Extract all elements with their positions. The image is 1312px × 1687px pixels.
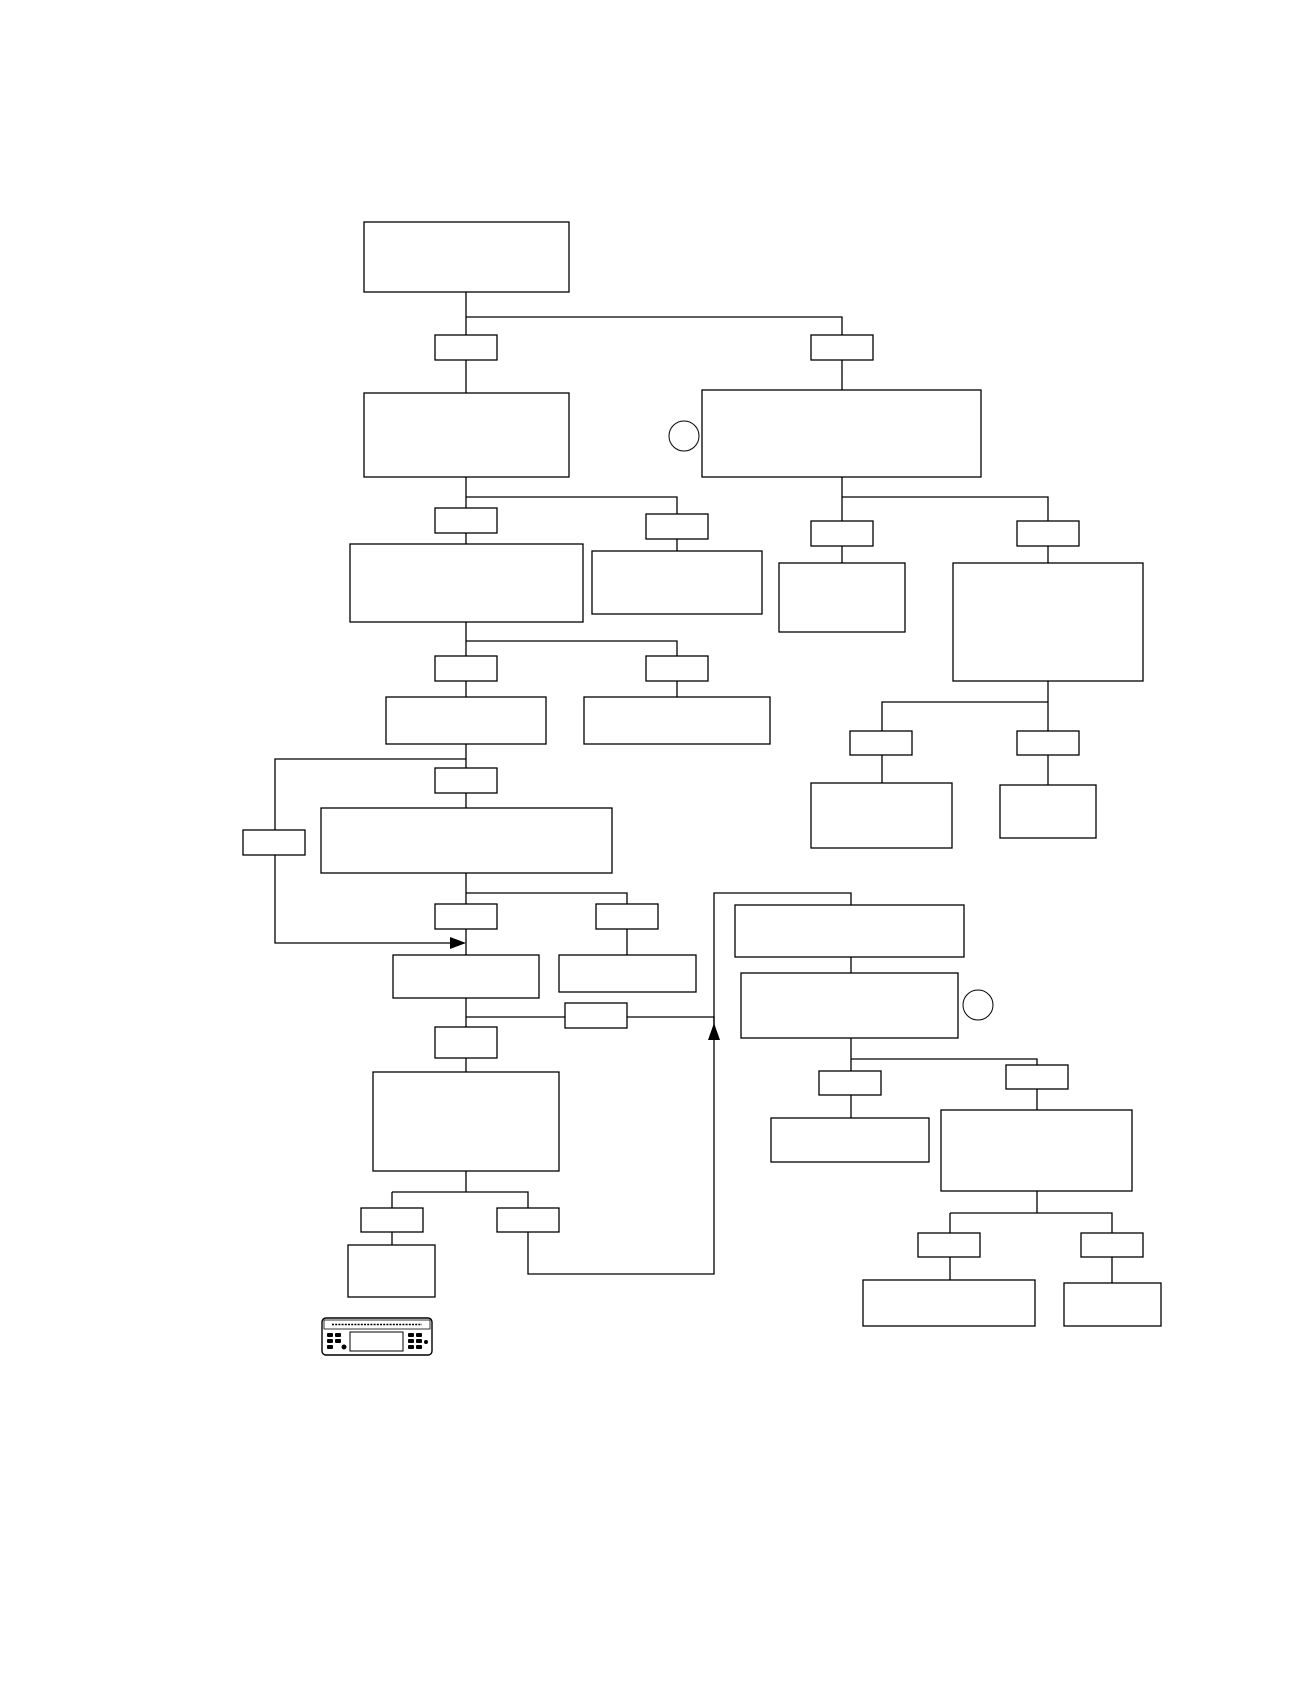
reference-marker — [668, 420, 700, 452]
process-box — [1063, 1282, 1162, 1327]
connector — [466, 316, 843, 373]
branch-label — [645, 655, 709, 682]
process-box — [363, 221, 570, 293]
connector — [881, 701, 1048, 783]
process-box — [385, 696, 547, 745]
connector — [392, 1191, 529, 1208]
branch-label — [1005, 1064, 1069, 1090]
branch-label — [434, 1026, 498, 1059]
process-box — [952, 562, 1144, 682]
process-box — [999, 784, 1097, 839]
branch-label — [595, 903, 659, 930]
radio-unit-icon — [321, 1317, 433, 1356]
branch-label — [434, 655, 498, 682]
process-box — [320, 807, 613, 874]
process-box — [862, 1279, 1036, 1327]
connector — [950, 1212, 1113, 1283]
process-box — [349, 543, 584, 623]
process-box — [347, 1244, 436, 1298]
process-nodes — [320, 221, 1162, 1327]
branch-labels — [242, 334, 1144, 1258]
branch-label — [810, 520, 874, 547]
process-box — [701, 389, 982, 478]
reference-marker — [962, 989, 994, 1021]
branch-label — [810, 334, 874, 361]
arrow-head — [450, 937, 466, 949]
branch-label — [1016, 520, 1080, 547]
process-box — [740, 972, 959, 1039]
process-box — [810, 782, 953, 849]
branch-label — [1016, 730, 1080, 756]
connector — [527, 1040, 715, 1275]
branch-label — [564, 1002, 628, 1029]
branch-label — [645, 513, 709, 540]
branch-label — [242, 829, 306, 856]
branch-label — [917, 1232, 981, 1258]
process-box — [372, 1071, 560, 1172]
process-box — [558, 954, 697, 993]
branch-label — [434, 507, 498, 534]
connector — [466, 892, 628, 955]
connector — [851, 1058, 1038, 1110]
connector — [713, 892, 852, 1040]
branch-label — [434, 334, 498, 361]
branch-label — [849, 730, 913, 756]
process-box — [770, 1117, 930, 1163]
process-box — [392, 954, 540, 999]
process-box — [363, 392, 570, 478]
process-box — [734, 904, 965, 958]
branch-label — [496, 1207, 560, 1233]
process-box — [583, 696, 771, 745]
process-box — [940, 1109, 1133, 1192]
process-box — [778, 562, 906, 633]
branch-label — [360, 1207, 424, 1233]
branch-label — [818, 1070, 882, 1096]
process-box — [591, 550, 763, 615]
markers — [668, 420, 994, 1021]
branch-label — [1080, 1232, 1144, 1258]
branch-label — [434, 903, 498, 930]
branch-label — [434, 767, 498, 794]
